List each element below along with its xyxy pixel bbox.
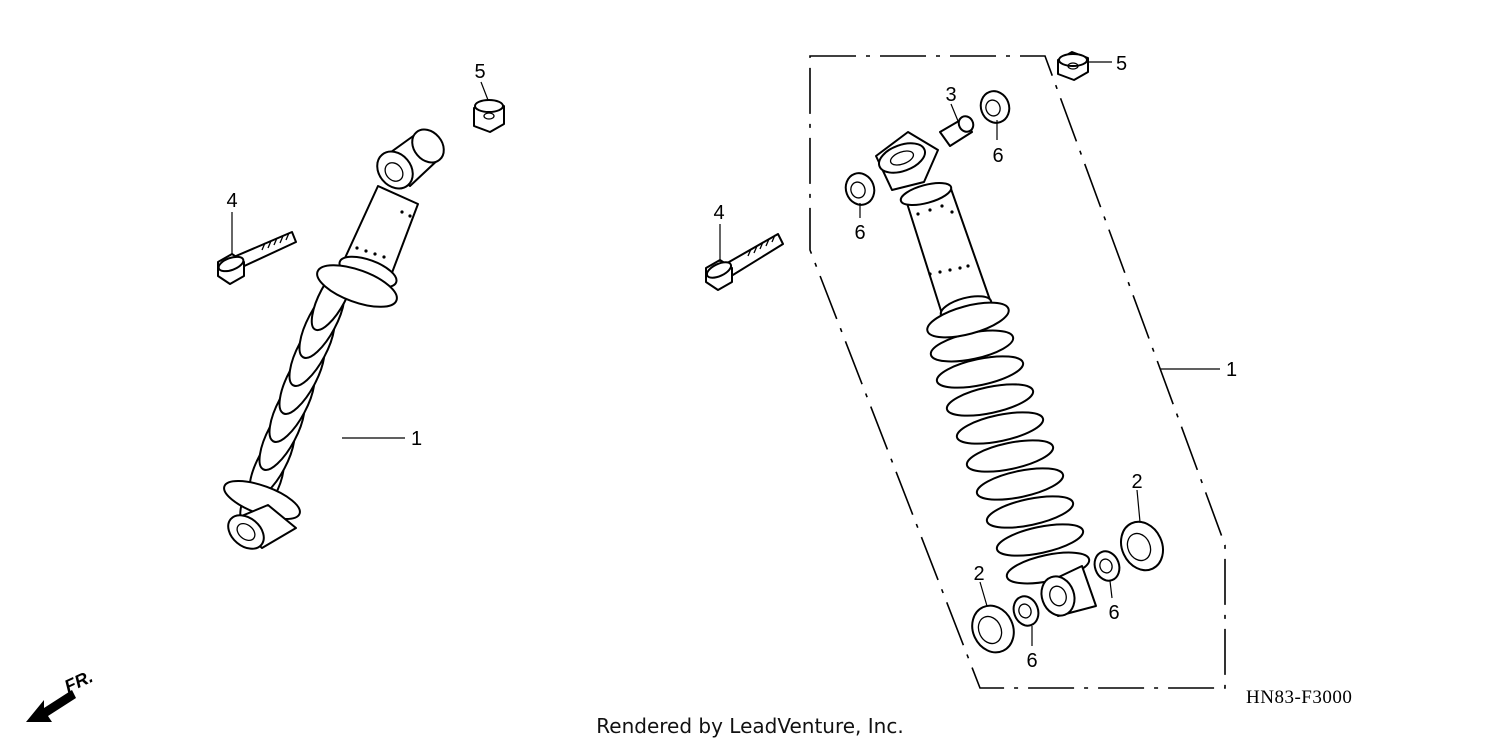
right-seal-lower-left[interactable] [965, 599, 1022, 659]
right-bearing-top-right[interactable] [976, 87, 1013, 127]
callout-right-assembly: 1 [1226, 359, 1237, 381]
callout-right-bearing-top-right: 6 [992, 145, 1003, 167]
front-arrow-icon [26, 690, 76, 722]
callout-right-seal-lower-left: 2 [973, 563, 984, 585]
callout-left-nut: 5 [474, 61, 485, 83]
right-bearing-lower-right[interactable] [1091, 548, 1124, 584]
right-collar[interactable] [939, 114, 976, 147]
callout-right-seal-lower-right: 2 [1131, 471, 1142, 493]
assembly-boundary [809, 55, 1226, 689]
front-label: FR. [61, 666, 96, 696]
credit-footer: Rendered by LeadVenture, Inc. [596, 714, 904, 738]
left-bolt[interactable] [217, 231, 297, 285]
left-nut[interactable] [473, 99, 505, 133]
right-shock-absorber[interactable] [875, 131, 1097, 620]
right-spring [929, 329, 1091, 585]
callout-left-shock: 1 [411, 428, 422, 450]
left-body-dots [355, 210, 412, 259]
callout-right-collar: 3 [945, 84, 956, 106]
callout-right-bearing-lower-left: 6 [1026, 650, 1037, 672]
right-bearing-top-left[interactable] [841, 169, 878, 209]
right-bolt[interactable] [705, 233, 784, 291]
callout-right-bearing-top-left: 6 [854, 222, 865, 244]
callout-right-bearing-lower-right: 6 [1108, 602, 1119, 624]
callout-left-bolt: 4 [226, 190, 237, 212]
diagram-code: HN83-F3000 [1246, 687, 1352, 708]
right-seal-lower-right[interactable] [1113, 515, 1170, 577]
right-body-dots [916, 204, 970, 276]
callout-right-nut: 5 [1116, 53, 1127, 75]
left-shock-absorber[interactable] [220, 123, 451, 555]
right-nut[interactable] [1057, 51, 1089, 81]
right-bearing-lower-left[interactable] [1010, 593, 1043, 629]
left-spring [239, 260, 356, 526]
callout-right-bolt: 4 [713, 202, 724, 224]
